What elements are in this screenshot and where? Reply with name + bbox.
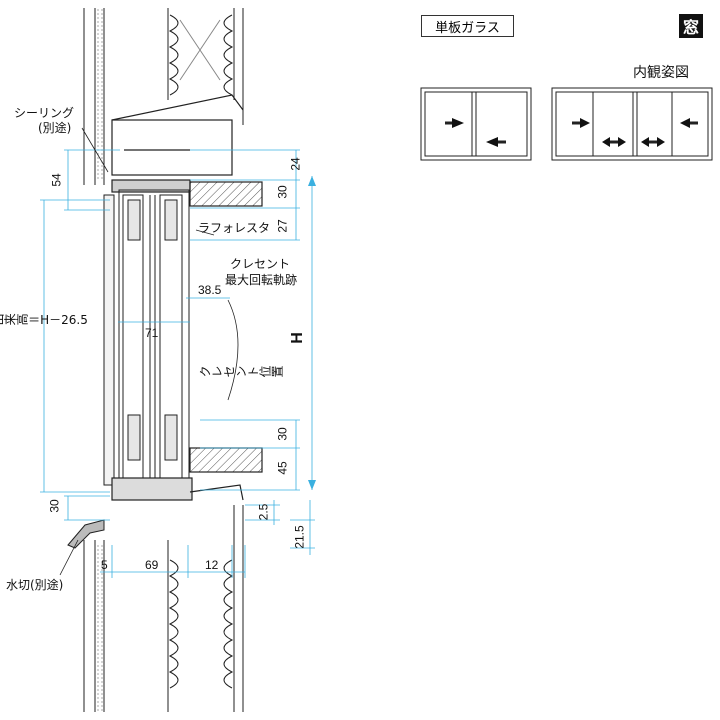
- dimension-lines: [40, 149, 315, 578]
- dim-45: 45: [275, 461, 290, 475]
- dim-54: 54: [49, 173, 64, 187]
- dim-71: 71: [145, 326, 159, 340]
- drip-flashing: [67, 519, 105, 549]
- sealing-note: (別途): [38, 121, 72, 135]
- crescent-position-label: クレセント位置: [199, 365, 283, 379]
- dim-21-5: 21.5: [292, 525, 307, 549]
- crescent-rotation-label: 最大回転軌跡: [225, 273, 298, 287]
- dim-30-left: 30: [47, 499, 62, 513]
- lath-label: ラフォレスタ: [198, 221, 271, 235]
- crescent-swing-arc: [227, 299, 239, 401]
- dim-24: 24: [288, 157, 303, 171]
- interior-view-label: 内観姿図: [633, 65, 689, 81]
- elevation-2-panel: [420, 87, 532, 161]
- dim-38-5: 38.5: [198, 283, 222, 297]
- drip-label: 水切(別途): [6, 578, 64, 592]
- head-frame: [111, 94, 263, 207]
- exterior-wall: [83, 8, 105, 712]
- leader-lines: [59, 127, 215, 576]
- dim-12: 12: [205, 558, 219, 572]
- crescent-label: クレセント: [230, 257, 291, 271]
- sill-frame: [111, 447, 263, 501]
- insulation-bottom: [167, 505, 244, 712]
- insulation-top: [167, 8, 244, 125]
- elevation-4-panel: [551, 87, 713, 161]
- glass-type-label: 単板ガラス: [421, 15, 514, 37]
- dim-69: 69: [145, 558, 159, 572]
- dimension-arrows: [308, 176, 316, 490]
- screen-height-label: 網戸出来高＝H－26.5: [0, 312, 88, 327]
- dim-30-top: 30: [275, 185, 290, 199]
- height-symbol: H: [288, 332, 306, 344]
- dim-5: 5: [101, 558, 108, 572]
- window-category-badge: 窓: [679, 14, 703, 38]
- dim-2-5: 2.5: [256, 503, 271, 521]
- sash-section: [103, 189, 190, 491]
- dim-30-bottom: 30: [275, 427, 290, 441]
- sealing-label: シーリング: [14, 106, 75, 120]
- dim-27: 27: [275, 219, 290, 233]
